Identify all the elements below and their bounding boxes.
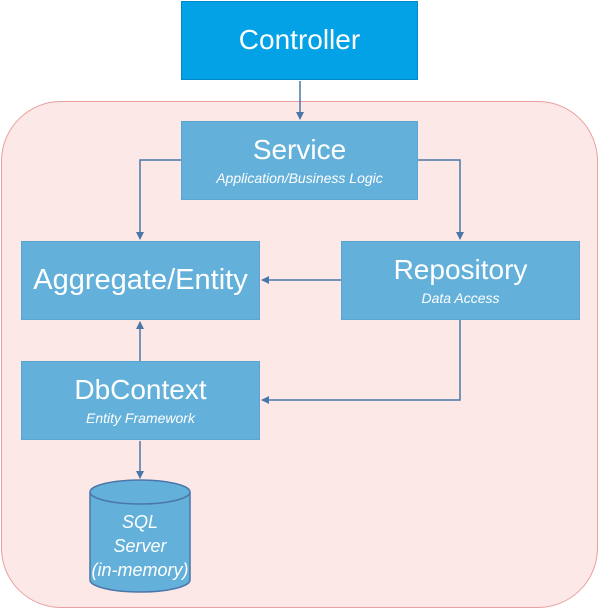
database-line-2: Server bbox=[113, 536, 167, 556]
service-node: Service Application/Business Logic bbox=[181, 121, 418, 200]
service-subtitle: Application/Business Logic bbox=[216, 169, 383, 186]
aggregate-entity-title: Aggregate/Entity bbox=[33, 263, 248, 296]
controller-title: Controller bbox=[238, 24, 361, 56]
dbcontext-node: DbContext Entity Framework bbox=[21, 361, 260, 440]
repository-node: Repository Data Access bbox=[341, 241, 580, 320]
dbcontext-title: DbContext bbox=[74, 374, 207, 406]
service-title: Service bbox=[252, 134, 347, 166]
database-line-3: (in-memory) bbox=[91, 560, 189, 580]
database-line-1: SQL bbox=[121, 512, 159, 532]
controller-node: Controller bbox=[181, 1, 418, 80]
database-label: SQL Server (in-memory) bbox=[90, 510, 190, 582]
aggregate-entity-node: Aggregate/Entity bbox=[21, 241, 260, 320]
repository-subtitle: Data Access bbox=[421, 289, 500, 306]
repository-title: Repository bbox=[393, 254, 528, 286]
dbcontext-subtitle: Entity Framework bbox=[86, 409, 195, 426]
